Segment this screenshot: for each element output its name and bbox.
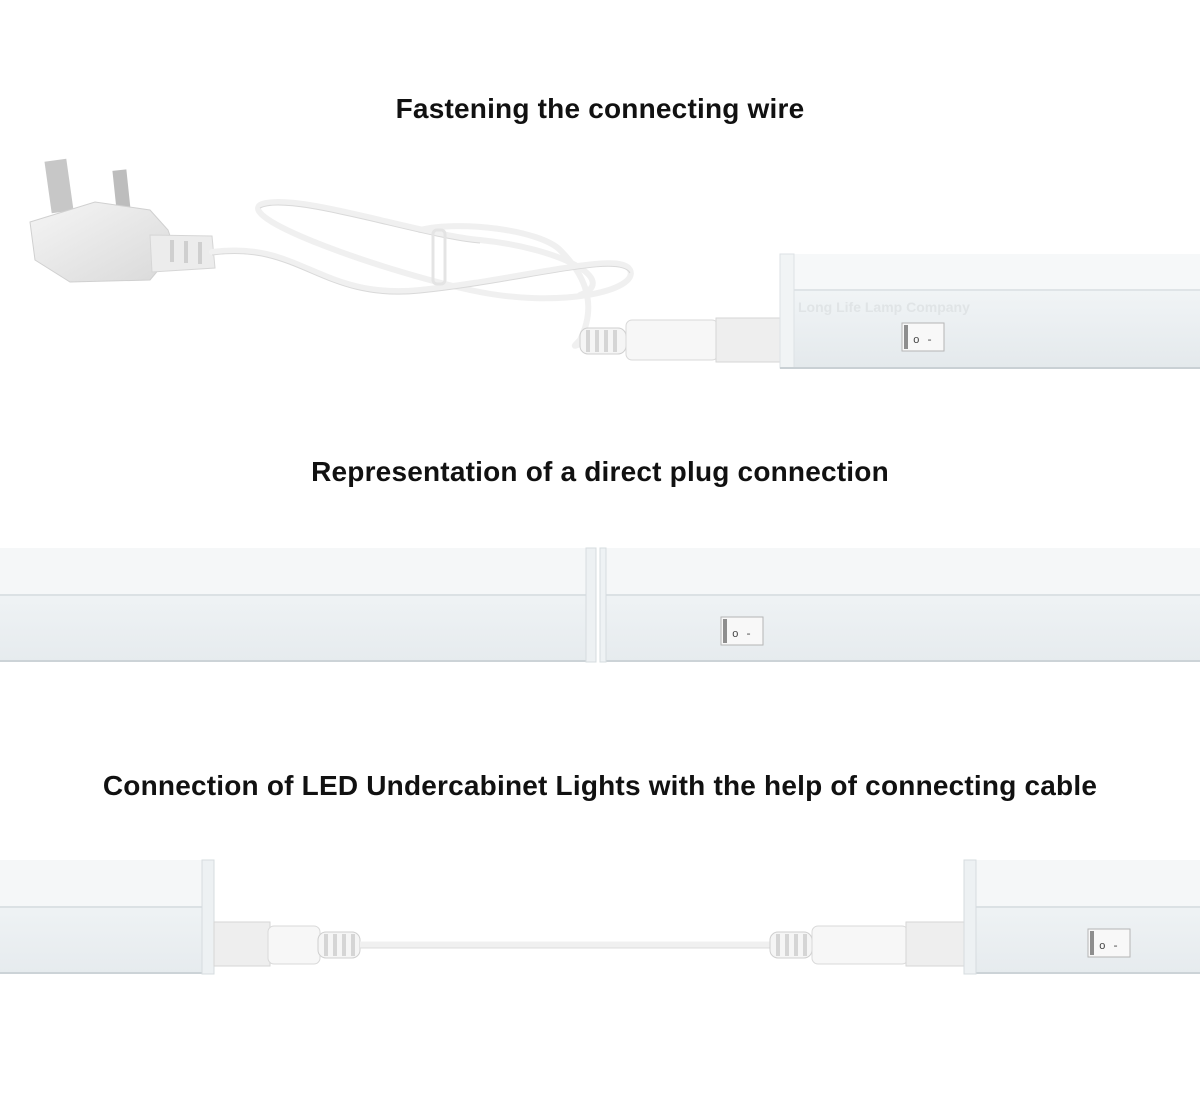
- switch-label: o -: [913, 335, 933, 347]
- switch-label: o -: [732, 629, 752, 641]
- switch-label: o -: [1099, 941, 1119, 953]
- connector-plug-icon: [213, 921, 361, 967]
- connecting-cable-photo: o -: [0, 859, 1200, 975]
- cable-tie: [431, 228, 447, 286]
- section-title-direct-plug: Representation of a direct plug connecti…: [311, 456, 889, 487]
- section-title-fastening: Fastening the connecting wire: [395, 93, 805, 124]
- plug-cable-fixture-photo: Long Life Lamp Company o -: [29, 158, 1200, 369]
- led-fixture: Long Life Lamp Company: [779, 253, 1200, 369]
- power-switch: o -: [720, 616, 764, 646]
- led-fixture-right: [963, 859, 1200, 975]
- power-switch: o -: [1087, 928, 1131, 958]
- uk-plug-icon: [29, 158, 216, 283]
- connector-plug-icon: [769, 921, 967, 967]
- section-title-connecting-cable: Connection of LED Undercabinet Lights wi…: [102, 770, 1098, 801]
- led-fixture-left: [0, 859, 215, 975]
- led-fixture-right: [599, 547, 1200, 663]
- power-switch: o -: [901, 322, 945, 352]
- watermark-text: Long Life Lamp Company: [798, 299, 970, 315]
- connector-plug-icon: [579, 317, 783, 363]
- direct-plug-photo: o -: [0, 547, 1200, 663]
- led-fixture-left: [0, 547, 597, 663]
